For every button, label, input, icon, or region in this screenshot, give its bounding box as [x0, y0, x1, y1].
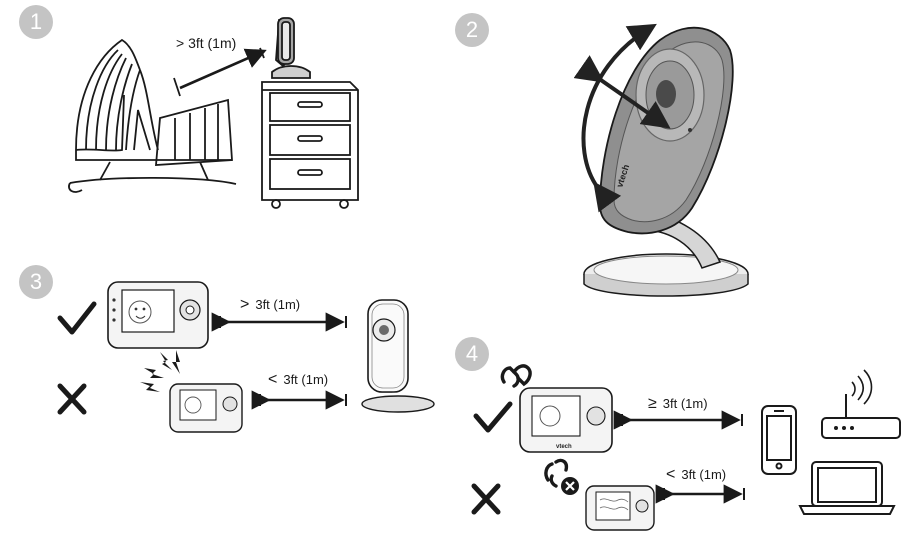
step-1-distance-label: > 3ft (1m): [176, 35, 237, 51]
step-3-near-distance: 3ft (1m): [283, 372, 329, 387]
step-3-far-symbol: >: [240, 296, 250, 313]
panel-3-monitor-distance: [57, 281, 435, 433]
panel-4-wifi-distance: vtech: [471, 364, 901, 531]
laptop-icon: [798, 461, 896, 515]
baby-monitor-unit-near: [169, 383, 243, 433]
baby-monitor-unit: [107, 281, 209, 349]
interference-bolts-icon: [140, 350, 180, 392]
step-4-near-label: <3ft (1m): [666, 466, 726, 484]
distance-arrow: [179, 48, 267, 90]
step-4-near-distance: 3ft (1m): [681, 467, 727, 482]
cross-icon-2: [471, 483, 501, 515]
step-3-far-label: >3ft (1m): [240, 296, 300, 314]
link-icon: [500, 364, 532, 388]
panel-2-camera-adjustment: vtech: [573, 23, 749, 297]
dresser-illustration: [261, 81, 359, 209]
baby-monitor-unit-4: [585, 485, 655, 531]
step-4-badge: 4: [455, 337, 489, 371]
step-4-far-symbol: ≥: [648, 395, 657, 412]
monitor-brand-logo: vtech: [556, 444, 572, 450]
cross-icon: [57, 383, 87, 415]
step-3-far-distance: 3ft (1m): [255, 297, 301, 312]
step-2-badge: 2: [455, 13, 489, 47]
step-4-near-symbol: <: [666, 466, 676, 483]
distance-start-tick: [173, 77, 181, 97]
step-4-far-label: ≥3ft (1m): [648, 395, 708, 413]
panel-1-crib-placement: [68, 17, 359, 209]
camera-unit-upright: [361, 299, 435, 413]
step-1-badge: 1: [19, 5, 53, 39]
step-3-near-symbol: <: [268, 371, 278, 388]
broken-link-icon: [544, 458, 579, 495]
camera-body-large: vtech: [599, 26, 734, 235]
step-3-badge: 3: [19, 265, 53, 299]
baby-monitor-unit-3: vtech: [519, 387, 613, 453]
smartphone-icon: [761, 405, 797, 475]
step-3-near-label: <3ft (1m): [268, 371, 328, 389]
check-icon-2: [473, 401, 513, 433]
crib-illustration: [68, 38, 237, 193]
check-icon: [57, 301, 97, 335]
router-icon: [821, 369, 901, 439]
camera-on-dresser: [271, 17, 311, 79]
step-4-far-distance: 3ft (1m): [662, 396, 708, 411]
swivel-arrow: [573, 55, 671, 129]
